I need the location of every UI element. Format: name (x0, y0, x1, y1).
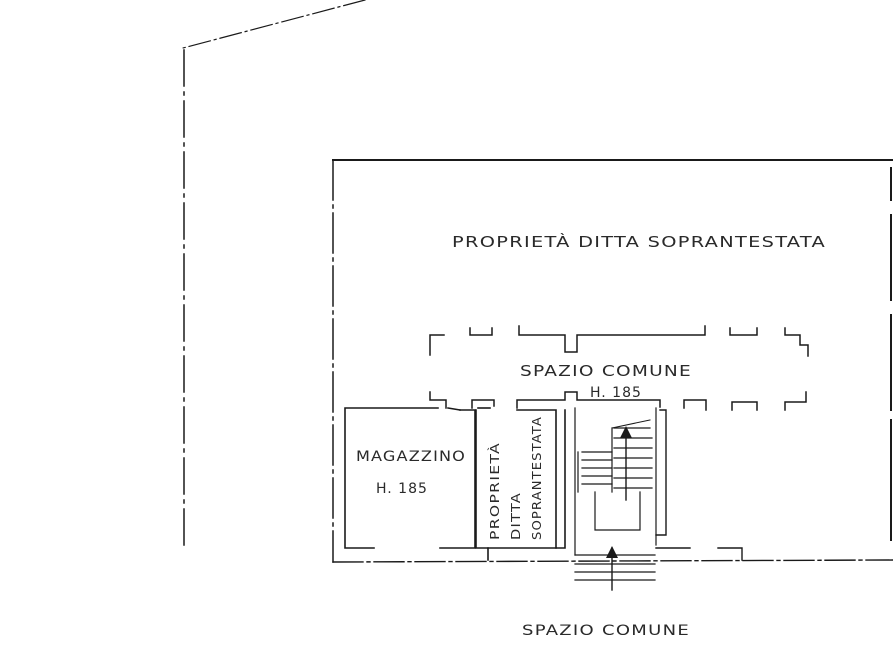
label-ditta-vertical: DITTA (509, 492, 523, 540)
building-outline (332, 159, 893, 563)
label-magazzino: MAGAZZINO (356, 449, 466, 465)
label-height-magazzino: H. 185 (376, 481, 428, 497)
label-spazio-comune-center: SPAZIO COMUNE (520, 362, 692, 380)
corridor-walls (429, 325, 809, 411)
magazzino-room (344, 407, 476, 549)
staircase (574, 407, 743, 591)
ditta-room (475, 407, 566, 561)
label-spazio-comune-bottom: SPAZIO COMUNE (522, 623, 690, 639)
label-proprieta-top: PROPRIETÀ DITTA SOPRANTESTATA (452, 232, 826, 251)
label-height-center: H. 185 (590, 385, 642, 401)
stair-up-arrow-icon (620, 426, 632, 438)
label-proprieta-vertical: PROPRIETÀ (487, 442, 502, 540)
label-soprantestata-vertical: SOPRANTESTATA (530, 416, 544, 540)
outer-boundary (182, 0, 366, 546)
entrance-arrow-icon (606, 546, 618, 558)
